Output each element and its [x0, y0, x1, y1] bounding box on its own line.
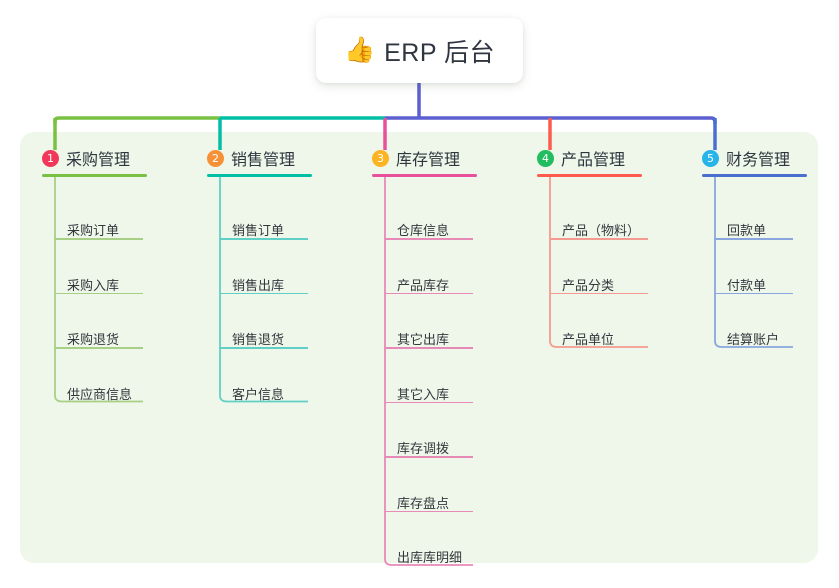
leaf-underline: [220, 347, 308, 349]
leaf-item[interactable]: 库存调拨: [397, 441, 450, 456]
branch-header-1[interactable]: 1 采购管理: [42, 146, 130, 170]
leaf-underline: [385, 347, 473, 349]
leaf-underline: [55, 347, 143, 349]
root-node[interactable]: 👍 ERP 后台: [316, 18, 523, 83]
leaf-item[interactable]: 结算账户: [727, 332, 780, 347]
branch-title: 销售管理: [231, 152, 296, 169]
leaf-underline: [55, 292, 143, 295]
leaf-underline: [55, 238, 143, 240]
leaf-item[interactable]: 客户信息: [232, 386, 285, 402]
leaf-underline: [385, 456, 473, 458]
leaf-item[interactable]: 付款单: [727, 277, 767, 293]
leaf-item[interactable]: 出库库明细: [397, 550, 463, 565]
leaf-underline: [385, 510, 473, 513]
branch-header-5[interactable]: 5 财务管理: [702, 146, 790, 170]
leaf-item[interactable]: 库存盘点: [397, 495, 450, 511]
leaf-underline: [550, 238, 648, 240]
branch-number-badge: 2: [207, 149, 224, 167]
branch-underline: [42, 174, 147, 177]
leaf-item[interactable]: 其它出库: [397, 332, 450, 347]
leaf-item[interactable]: 采购退货: [67, 332, 120, 347]
leaf-item[interactable]: 采购入库: [67, 277, 120, 293]
leaf-item[interactable]: 销售订单: [232, 223, 285, 238]
leaf-item[interactable]: 供应商信息: [67, 386, 133, 402]
branch-title: 采购管理: [66, 152, 131, 169]
leaf-underline: [715, 238, 793, 240]
leaf-underline: [220, 238, 308, 240]
leaf-underline: [385, 401, 473, 404]
leaf-underline: [715, 292, 793, 295]
leaf-underline: [385, 238, 473, 240]
branch-underline: [207, 174, 312, 177]
branch-header-3[interactable]: 3 库存管理: [372, 146, 460, 170]
branch-underline: [702, 174, 807, 177]
branch-title: 库存管理: [396, 152, 461, 169]
thumbs-up-emoji: 👍: [343, 36, 376, 64]
leaf-item[interactable]: 其它入库: [397, 386, 450, 402]
leaf-item[interactable]: 产品分类: [562, 277, 615, 293]
leaf-item[interactable]: 产品库存: [397, 277, 450, 293]
leaf-item[interactable]: 产品单位: [562, 332, 615, 347]
branch-number-badge: 3: [372, 149, 389, 167]
branch-underline: [372, 174, 477, 177]
branch-title: 产品管理: [561, 152, 626, 169]
leaf-underline: [220, 292, 308, 295]
branch-title: 财务管理: [726, 152, 791, 169]
leaf-item[interactable]: 销售退货: [232, 332, 285, 347]
leaf-underline: [385, 292, 473, 295]
branch-header-2[interactable]: 2 销售管理: [207, 146, 295, 170]
leaf-item[interactable]: 销售出库: [232, 277, 285, 293]
leaf-item[interactable]: 产品（物料）: [562, 223, 641, 238]
branch-number-badge: 1: [42, 149, 59, 167]
leaf-item[interactable]: 采购订单: [67, 223, 120, 238]
leaf-item[interactable]: 回款单: [727, 223, 767, 238]
branch-number-badge: 5: [702, 149, 719, 167]
leaf-item[interactable]: 仓库信息: [397, 223, 450, 238]
branch-number-badge: 4: [537, 149, 554, 167]
leaf-underline: [550, 292, 648, 295]
branch-underline: [537, 174, 642, 177]
root-node-label: ERP 后台: [384, 38, 496, 67]
branch-header-4[interactable]: 4 产品管理: [537, 146, 625, 170]
